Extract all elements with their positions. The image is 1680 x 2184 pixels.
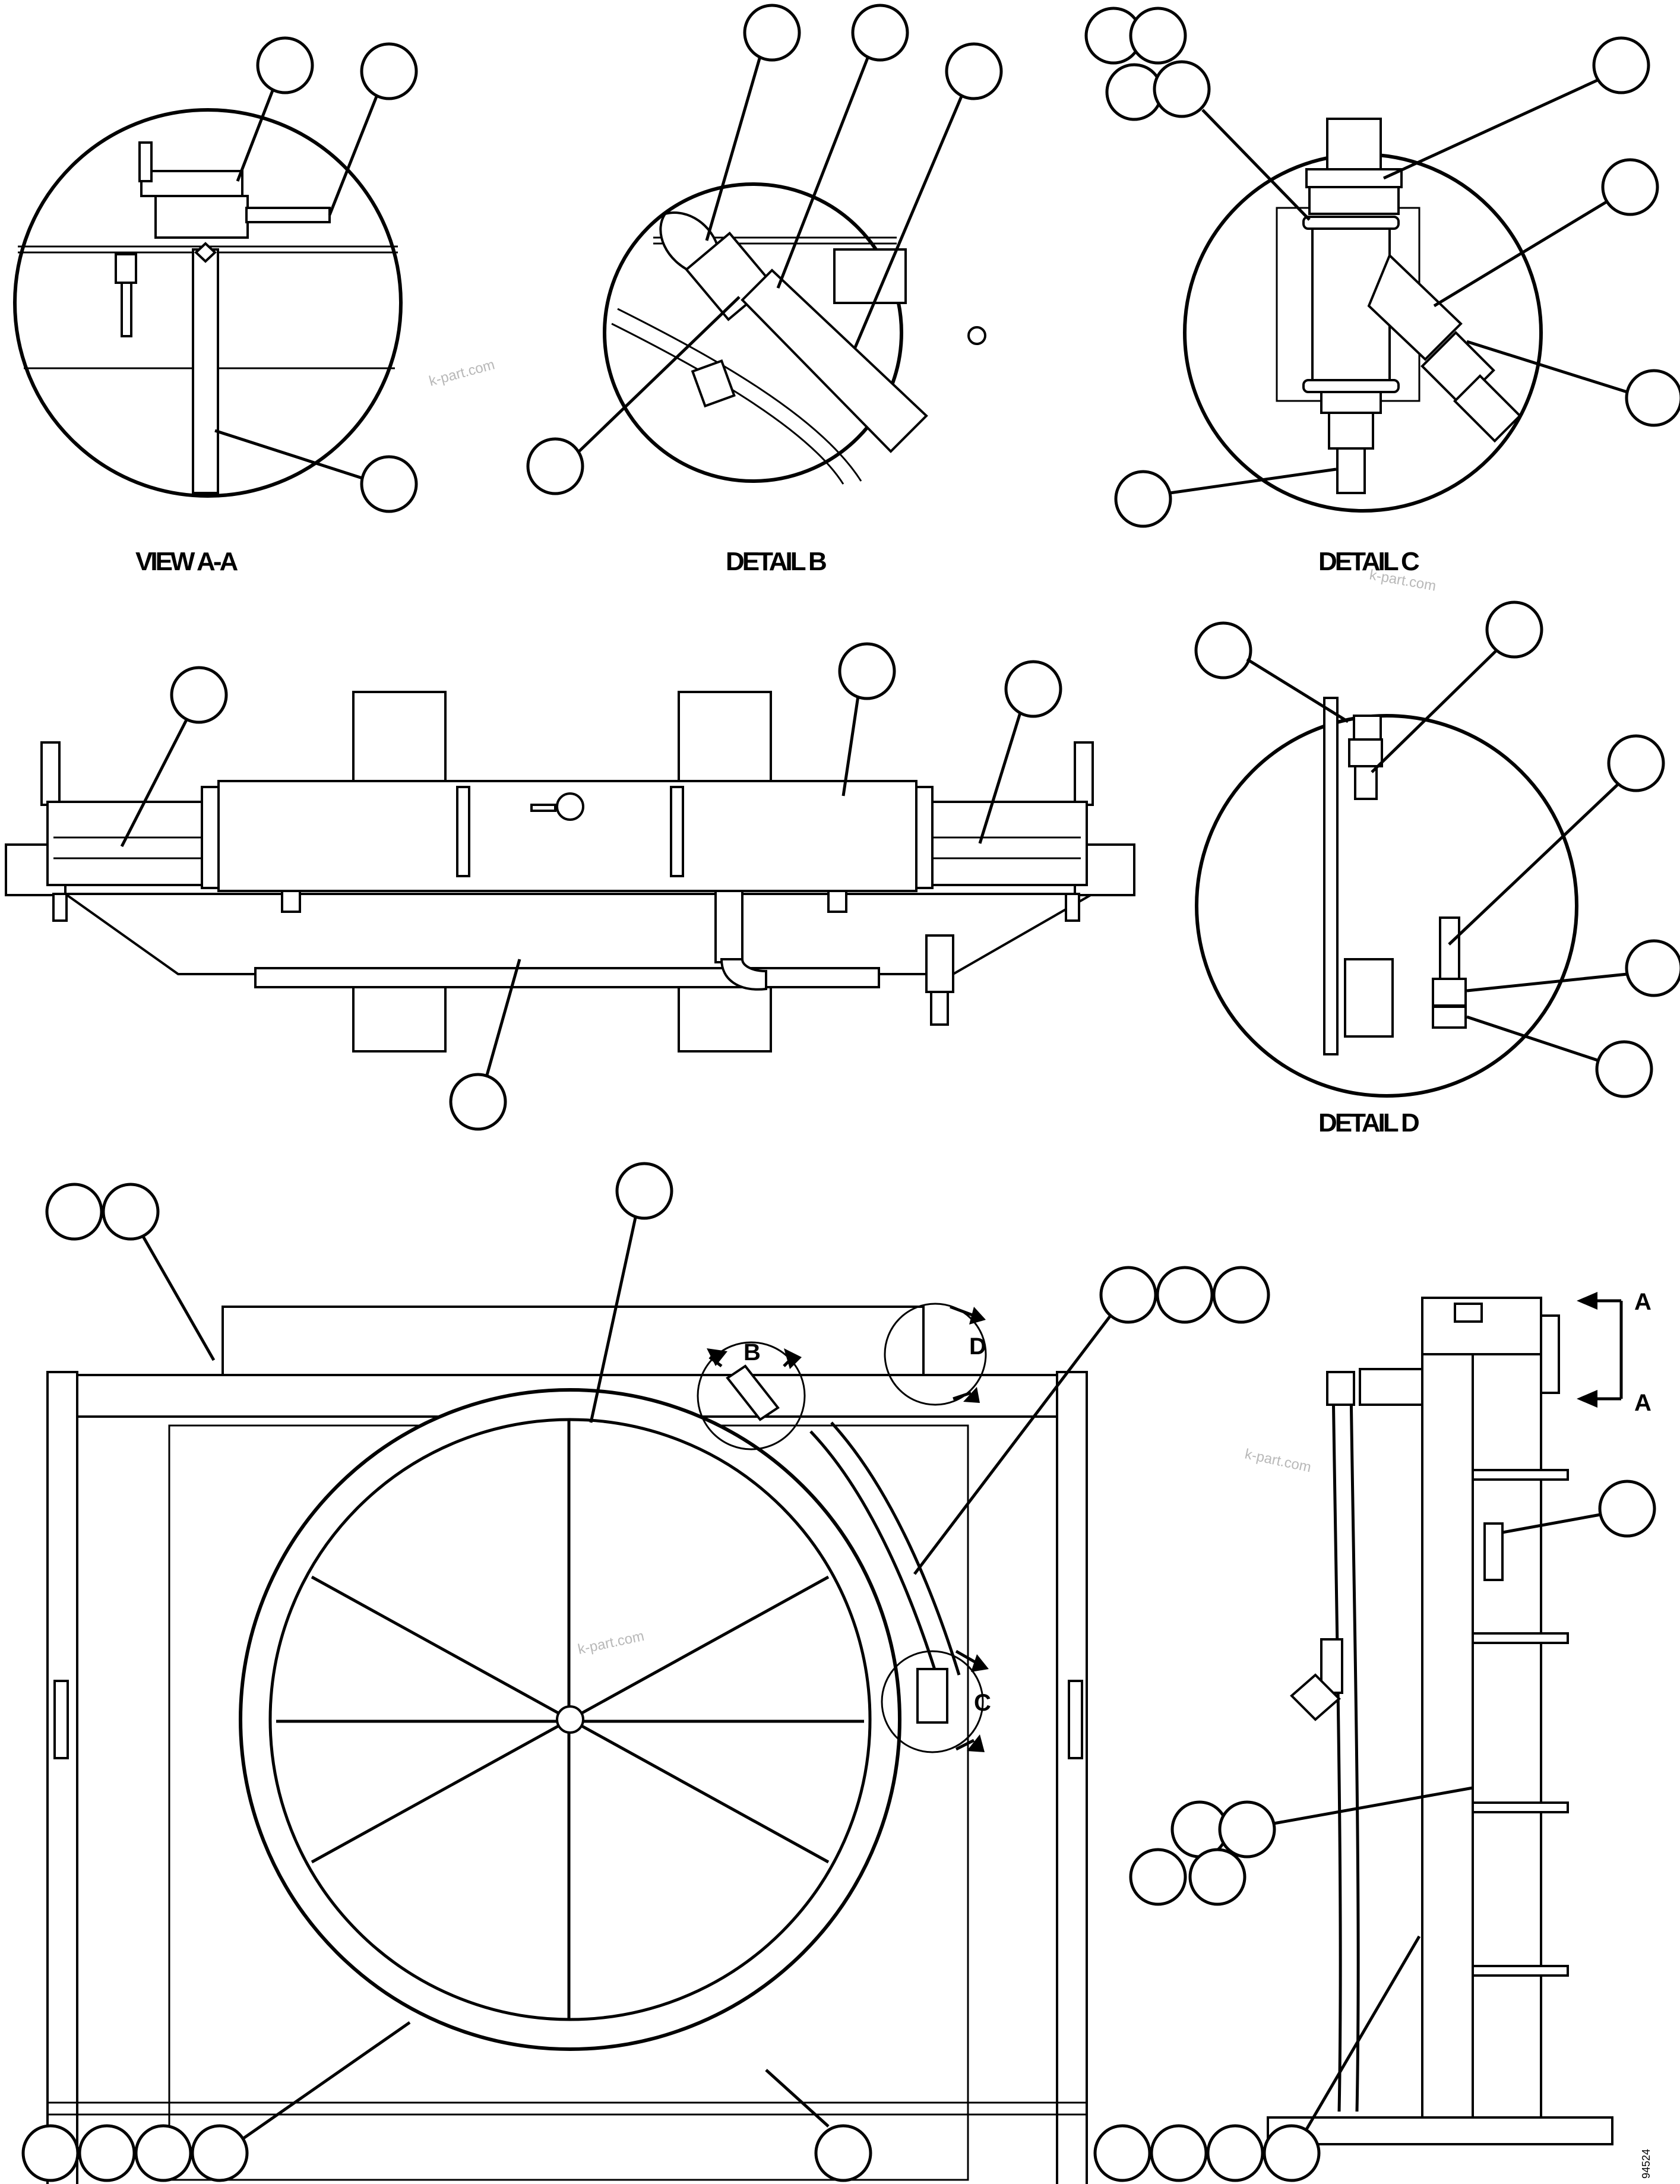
callout-bubble xyxy=(1607,734,1665,792)
detail-d-ref-circle xyxy=(884,1303,987,1406)
callout-bubble xyxy=(134,2124,192,2182)
callout-bubble xyxy=(360,455,418,513)
callout-bubble xyxy=(1601,158,1659,216)
callout-bubble xyxy=(1206,2124,1264,2182)
callout-bubble xyxy=(1194,621,1252,679)
callout-bubble xyxy=(838,642,896,700)
callout-bubble xyxy=(78,2124,136,2182)
callout-bubble xyxy=(1625,939,1680,997)
detail-d-group: DETAIL D xyxy=(1194,600,1680,1137)
callout-bubble xyxy=(1093,2124,1151,2182)
detail-b-label: DETAIL B xyxy=(726,547,826,576)
callout-bubble xyxy=(102,1183,160,1241)
callout-bubble xyxy=(1263,2124,1321,2182)
callout-bubble xyxy=(1218,1800,1276,1859)
ref-letter-a-bottom: A xyxy=(1634,1390,1651,1416)
callout-bubble xyxy=(814,2124,872,2182)
callout-bubble xyxy=(1598,1480,1656,1538)
callout-bubble xyxy=(615,1162,673,1220)
view-aa-label: VIEW A-A xyxy=(135,547,238,576)
ref-letter-b: B xyxy=(743,1339,761,1366)
view-aa-post xyxy=(192,248,219,494)
detail-d-circle xyxy=(1195,714,1578,1098)
detail-c-ref-circle xyxy=(881,1650,984,1753)
callout-bubble xyxy=(945,42,1003,100)
callout-bubble xyxy=(851,4,909,62)
callout-bubble xyxy=(526,437,584,495)
callout-bubble xyxy=(1129,1848,1187,1906)
callout-bubble xyxy=(1188,1848,1246,1906)
drawing-number: 94524 xyxy=(1640,2149,1652,2179)
callout-bubble xyxy=(1114,470,1172,528)
callout-bubble xyxy=(743,4,801,62)
callout-bubble xyxy=(1099,1266,1157,1324)
callout-bubble xyxy=(1153,60,1211,118)
callout-bubble xyxy=(21,2124,80,2182)
callout-bubble xyxy=(1592,36,1650,94)
callout-bubble xyxy=(1212,1266,1270,1324)
detail-b-group: DETAIL B xyxy=(526,4,1003,576)
callout-bubble xyxy=(1485,600,1543,659)
detail-c-group: DETAIL C k-part.com xyxy=(1084,7,1680,595)
callout-bubble xyxy=(1150,2124,1208,2182)
side-view-group: A A k-part.com 94524 xyxy=(1093,1289,1656,2182)
ref-letter-a-top: A xyxy=(1634,1289,1651,1315)
callout-bubble xyxy=(1004,660,1062,718)
front-view-group: B C D k-part.com xyxy=(21,1162,1270,2184)
top-view-group xyxy=(5,642,1135,1131)
callout-bubble xyxy=(1156,1266,1214,1324)
watermark: k-part.com xyxy=(1244,1446,1312,1475)
detail-d-label: DETAIL D xyxy=(1318,1108,1419,1137)
callout-bubble xyxy=(45,1183,103,1241)
fan-hub xyxy=(556,1705,584,1734)
callout-bubble xyxy=(256,36,314,94)
ref-letter-d: D xyxy=(969,1333,986,1360)
callout-bubble xyxy=(170,666,228,724)
detail-b-ref-circle xyxy=(697,1341,806,1450)
detail-c-label: DETAIL C xyxy=(1318,547,1419,576)
callout-bubble xyxy=(449,1073,507,1131)
callout-bubble xyxy=(1625,369,1680,427)
callout-bubble xyxy=(1129,7,1187,65)
view-aa-cap xyxy=(154,195,249,239)
view-aa-group: VIEW A-A k-part.com xyxy=(13,36,496,576)
watermark: k-part.com xyxy=(428,356,496,389)
ref-letter-c: C xyxy=(974,1690,991,1716)
detail-b-circle xyxy=(603,182,903,483)
callout-bubble xyxy=(360,42,418,100)
callout-bubble xyxy=(1595,1040,1653,1098)
callout-bubble xyxy=(191,2124,249,2182)
